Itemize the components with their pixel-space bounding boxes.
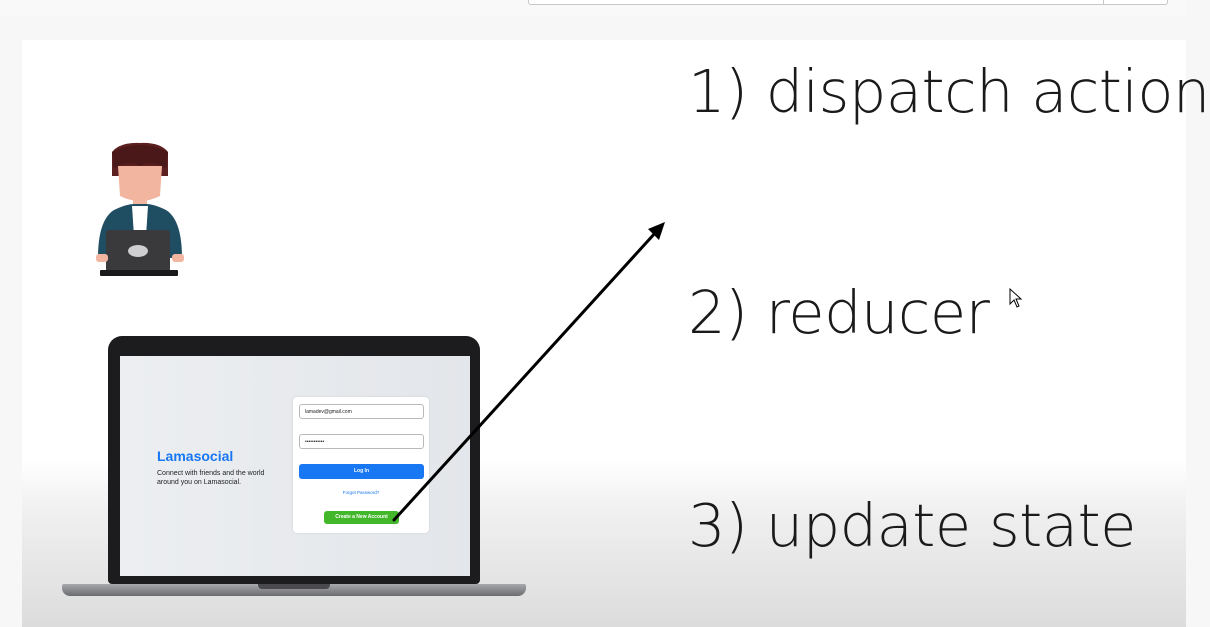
login-button[interactable]: Log In bbox=[299, 464, 424, 479]
step-dispatch-action: 1) dispatch action bbox=[688, 57, 1210, 126]
brand-logo-text: Lamasocial bbox=[157, 448, 234, 464]
laptop-notch bbox=[258, 584, 330, 589]
laptop-base bbox=[62, 584, 526, 596]
mouse-cursor-icon bbox=[1009, 287, 1023, 308]
laptop-mockup: Lamasocial Connect with friends and the … bbox=[62, 336, 526, 604]
password-field[interactable]: ••••••••••• bbox=[299, 434, 424, 449]
forgot-password-link[interactable]: Forgot Password? bbox=[342, 490, 380, 495]
login-card: lamadev@gmail.com ••••••••••• Log In For… bbox=[293, 397, 429, 533]
brand-tagline: Connect with friends and the world aroun… bbox=[157, 470, 265, 486]
email-field[interactable]: lamadev@gmail.com bbox=[299, 404, 424, 419]
step-reducer: 2) reducer bbox=[688, 278, 990, 347]
person-with-laptop-icon bbox=[96, 142, 184, 276]
top-bar-divider bbox=[1103, 0, 1104, 4]
create-account-button[interactable]: Create a New Account bbox=[324, 511, 399, 524]
login-page-screen: Lamasocial Connect with friends and the … bbox=[120, 356, 470, 576]
step-update-state: 3) update state bbox=[688, 491, 1136, 560]
top-input-bar[interactable] bbox=[528, 0, 1168, 5]
